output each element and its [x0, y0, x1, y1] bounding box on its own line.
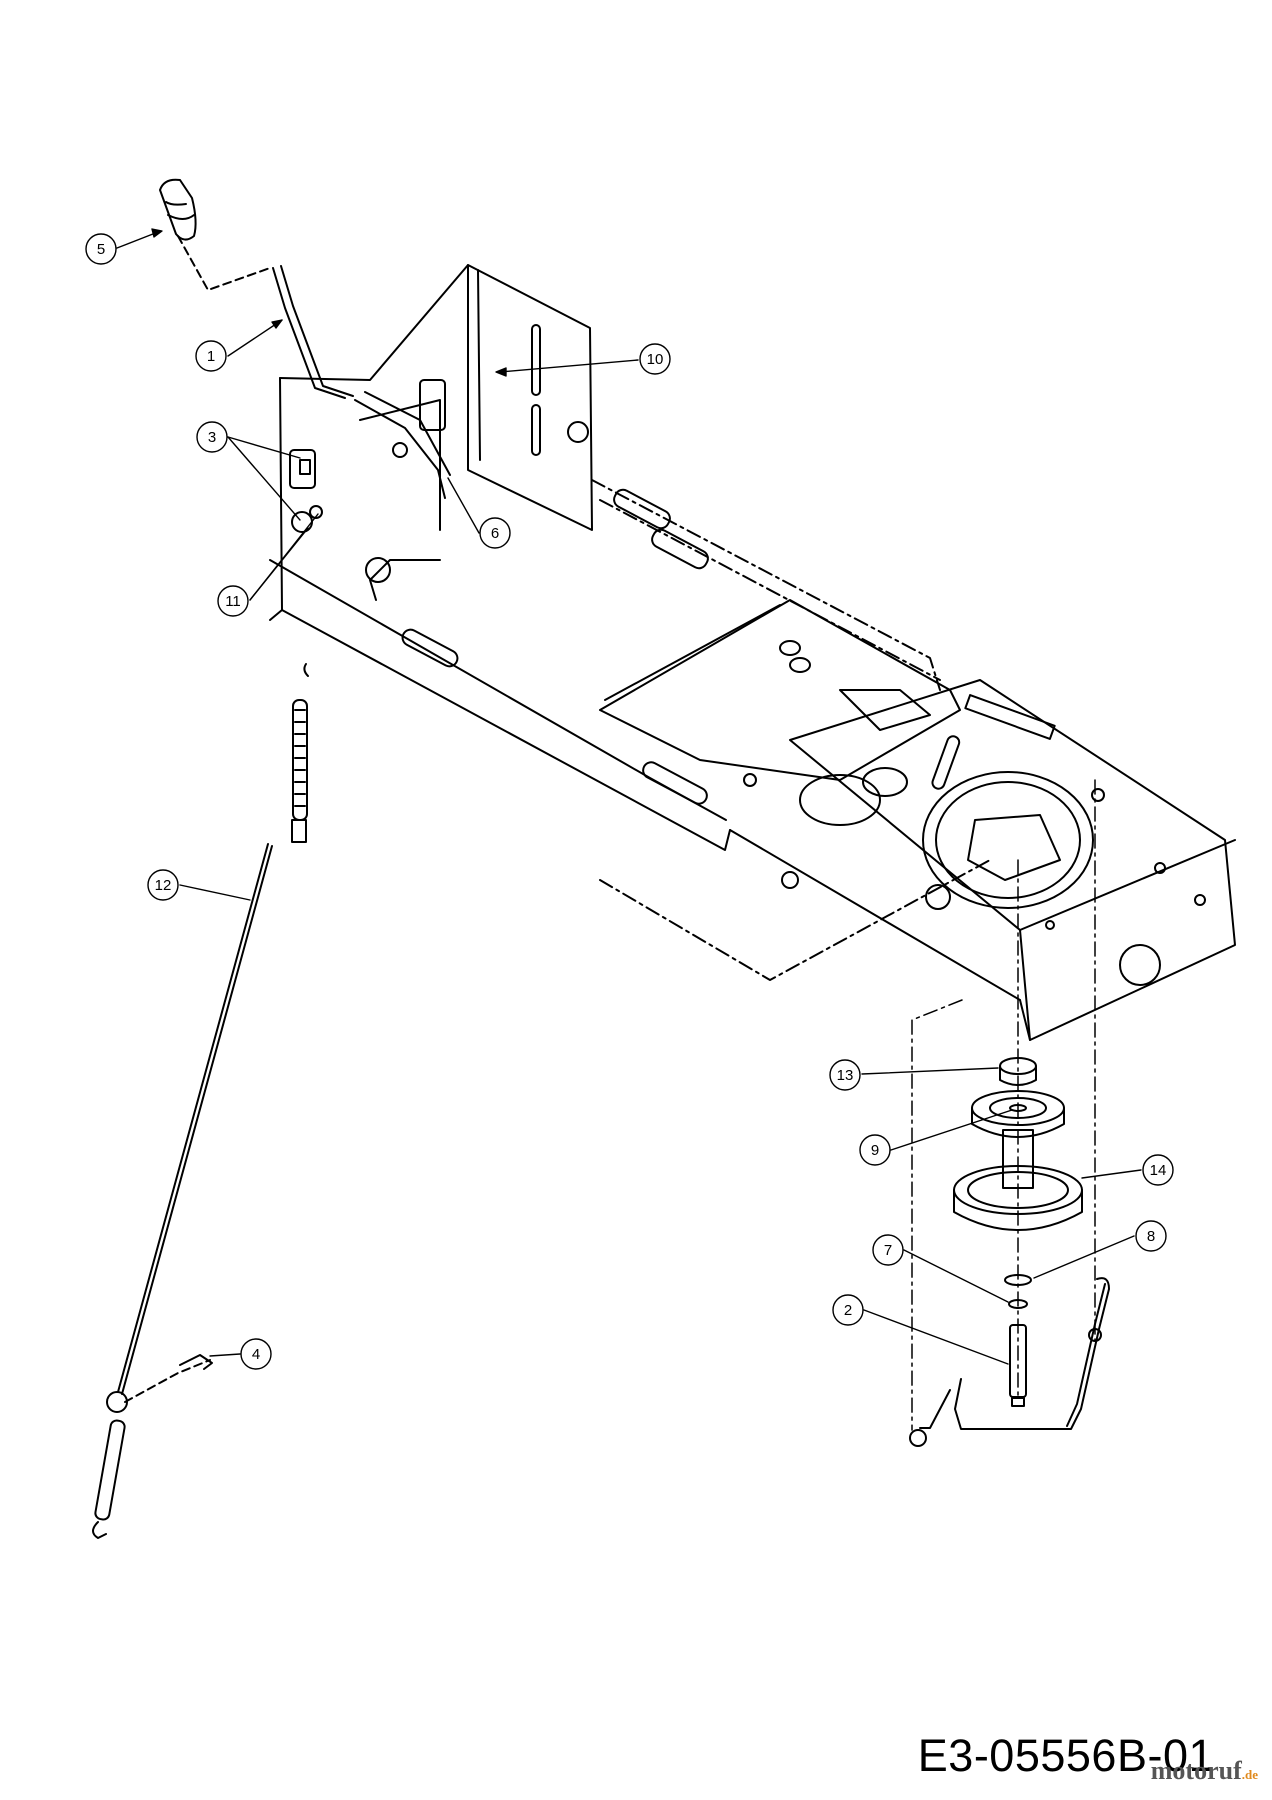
lever-bracket — [289, 379, 451, 533]
callout-label: 6 — [491, 525, 499, 542]
watermark-brand: motoruf — [1150, 1756, 1242, 1785]
frame-chassis — [269, 264, 1236, 1041]
callout-label: 13 — [837, 1067, 854, 1084]
callout-12: 12 — [147, 869, 251, 901]
callout-label: 10 — [647, 351, 664, 368]
callout-label: 3 — [208, 429, 216, 446]
callout-11: 11 — [217, 513, 319, 617]
callout-6: 6 — [447, 477, 511, 549]
callout-2: 2 — [832, 1294, 1009, 1365]
lever-handle — [159, 178, 197, 241]
callout-label: 7 — [884, 1242, 892, 1259]
callout-7: 7 — [872, 1234, 1009, 1303]
callout-label: 2 — [844, 1302, 852, 1319]
cable-clip-4 — [179, 1354, 213, 1370]
callout-label: 1 — [207, 348, 215, 365]
callout-9: 9 — [859, 1109, 1013, 1166]
callout-10: 10 — [495, 343, 671, 377]
callout-label: 11 — [225, 593, 241, 610]
watermark-domain: .de — [1241, 1767, 1258, 1782]
callout-4: 4 — [209, 1338, 272, 1370]
centerlines — [911, 779, 1096, 1431]
control-cable — [92, 663, 309, 1539]
callout-label: 14 — [1150, 1162, 1167, 1179]
callout-label: 9 — [871, 1142, 879, 1159]
callout-1: 1 — [195, 319, 283, 372]
cable-leader-dash — [124, 1359, 211, 1403]
watermark-logo: motoruf.de — [1151, 1756, 1258, 1786]
callout-label: 4 — [252, 1346, 260, 1363]
callout-5: 5 — [85, 228, 163, 265]
callout-label: 8 — [1147, 1228, 1155, 1245]
callout-8: 8 — [1033, 1220, 1167, 1279]
callouts: 1 5 3 11 10 — [85, 228, 1174, 1370]
drawing-code: E3-05556B-01 — [917, 1730, 1214, 1781]
callout-14: 14 — [1081, 1154, 1174, 1186]
callout-13: 13 — [829, 1059, 999, 1091]
callout-3: 3 — [196, 421, 301, 521]
callout-label: 12 — [155, 877, 172, 894]
lever-leader-dash — [177, 235, 271, 291]
shift-lever-rod — [272, 265, 354, 399]
idler-arm — [909, 1277, 1110, 1447]
callout-label: 5 — [97, 241, 105, 258]
